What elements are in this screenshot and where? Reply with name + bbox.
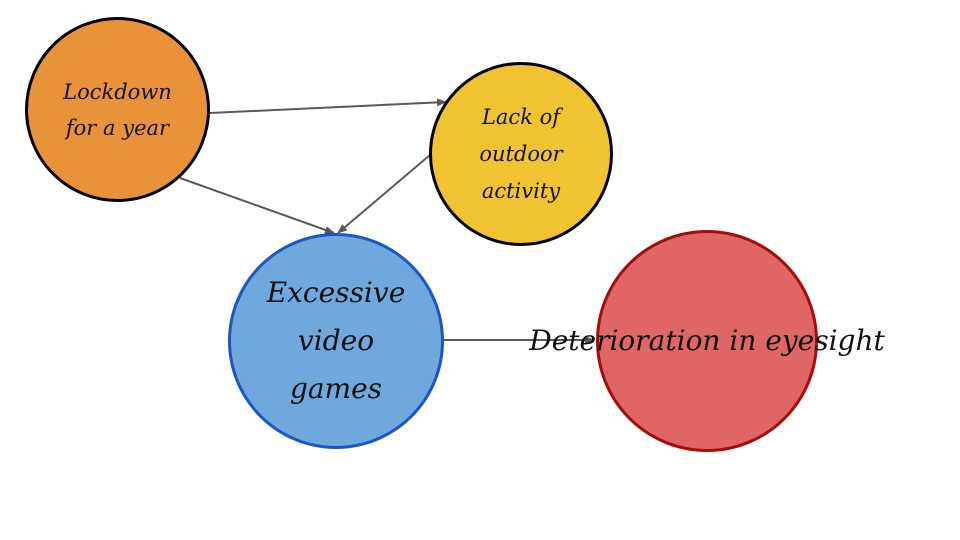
- node-label: Excessive video games: [266, 276, 406, 405]
- node-excessive-video-games: Excessive video games: [228, 233, 444, 449]
- node-lack-of-outdoor-activity: Lack of outdoor activity: [429, 62, 613, 246]
- edge-outdoor-to-games: [337, 154, 431, 234]
- node-label: Lockdown for a year: [63, 79, 172, 140]
- edge-lockdown-to-games: [179, 177, 335, 234]
- node-lockdown-for-a-year: Lockdown for a year: [25, 17, 210, 202]
- node-deterioration-in-eyesight: Deterioration in eyesight: [529, 230, 885, 452]
- node-label: Lack of outdoor activity: [479, 104, 563, 203]
- node-label: Deterioration in eyesight: [529, 324, 885, 357]
- edge-lockdown-to-outdoor: [209, 98, 447, 114]
